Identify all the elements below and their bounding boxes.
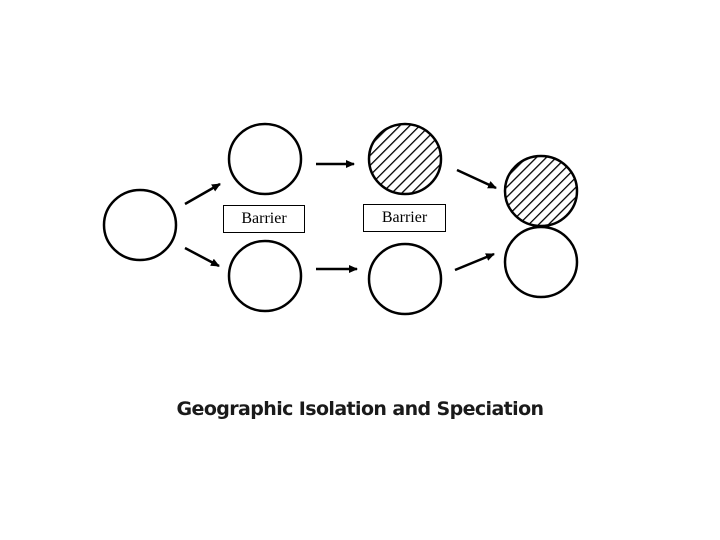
- barrier-label-text-2: Barrier: [381, 209, 428, 226]
- barrier-label-box-1: Barrier: [223, 205, 305, 233]
- lower-population-circle-stage4: [503, 225, 579, 299]
- arrow-upper-stage4: [456, 168, 497, 190]
- arrow-split-down: [184, 246, 220, 268]
- barrier-label-text-1: Barrier: [241, 210, 287, 227]
- arrow-lower-stage4: [454, 252, 495, 272]
- lower-population-circle-stage3: [367, 242, 443, 316]
- diagram-caption: Geographic Isolation and Speciation: [176, 398, 545, 420]
- upper-population-circle-stage2: [227, 122, 303, 196]
- arrow-split-up: [184, 182, 221, 206]
- lower-population-circle-stage2: [227, 239, 303, 313]
- ancestral-population-circle: [102, 188, 178, 262]
- barrier-label-box-2: Barrier: [363, 204, 446, 232]
- upper-population-circle-stage4-hatched: [503, 154, 579, 228]
- upper-population-circle-stage3-hatched: [367, 122, 443, 196]
